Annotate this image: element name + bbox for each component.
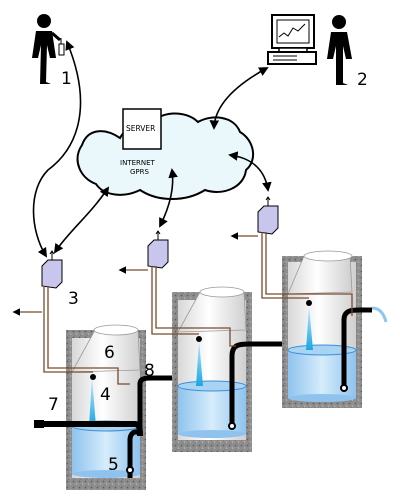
- well-3: [282, 251, 362, 408]
- outflow-icon: [372, 308, 386, 322]
- modem-3-icon: [258, 197, 278, 234]
- modem-1-icon: [42, 251, 62, 288]
- label-2: 2: [357, 70, 368, 90]
- label-4: 4: [100, 385, 111, 405]
- modem-2-icon: [148, 231, 168, 268]
- network-label-gprs: GPRS: [130, 168, 150, 176]
- computer-icon: [268, 15, 316, 64]
- label-7: 7: [48, 395, 59, 415]
- server-box: SERVER: [123, 109, 161, 149]
- well-2: [172, 287, 252, 452]
- server-label: SERVER: [126, 124, 155, 133]
- label-8: 8: [144, 361, 155, 381]
- label-5: 5: [108, 455, 119, 475]
- internet-cloud: [78, 113, 254, 199]
- network-label-internet: INTERNET: [120, 159, 156, 167]
- person-2-icon: [327, 15, 352, 85]
- label-1: 1: [61, 69, 72, 89]
- label-3: 3: [68, 289, 79, 309]
- link-cloud-modem3: [55, 188, 108, 252]
- label-6: 6: [104, 343, 115, 363]
- person-1-icon: [32, 14, 64, 84]
